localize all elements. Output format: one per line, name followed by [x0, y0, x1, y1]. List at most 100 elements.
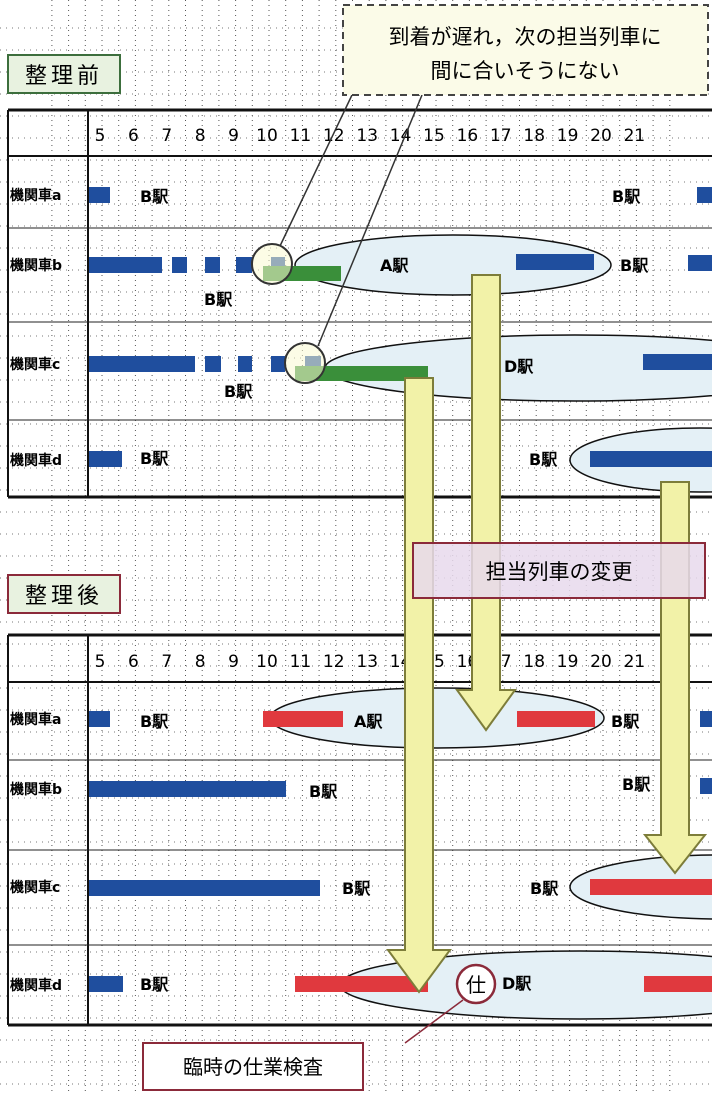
- row-label-c-before: 機関車c: [10, 356, 60, 373]
- row-label-d-after: 機関車d: [10, 977, 62, 994]
- hour-tick-label: 16: [457, 126, 479, 146]
- before-title-box: [7, 54, 121, 94]
- hour-tick-label: 21: [624, 652, 646, 672]
- hour-tick-label: 9: [228, 652, 239, 672]
- hour-tick-label: 19: [557, 652, 579, 672]
- row-label-a-before: 機関車a: [10, 187, 61, 204]
- hour-tick-label: 7: [161, 652, 172, 672]
- bar-b-after-1: [89, 781, 286, 797]
- bar-c-before-green: [295, 366, 428, 381]
- bar-c-before-6: [643, 354, 712, 370]
- station-label: B駅: [612, 187, 641, 206]
- hour-tick-label: 21: [624, 126, 646, 146]
- inspection-mark-text: 仕: [466, 973, 486, 997]
- after-table-frame: [7, 633, 712, 1027]
- bar-c-before-4: [271, 356, 285, 372]
- bar-c-before-3: [238, 356, 252, 372]
- change-callout: 担当列車の変更: [412, 542, 706, 599]
- bar-c-before-2: [205, 356, 221, 372]
- station-label: B駅: [529, 450, 558, 469]
- bar-a-after-2: [263, 711, 343, 727]
- bar-d-after-1: [89, 976, 123, 992]
- hour-tick-label: 7: [161, 126, 172, 146]
- station-labels: B駅 B駅 A駅 B駅 B駅 D駅 B駅 B駅 B駅 B駅 A駅 B駅 B駅 B…: [140, 187, 651, 994]
- row-label-c-after: 機関車c: [10, 879, 60, 896]
- change-callout-box: [412, 542, 706, 599]
- hour-tick-label: 10: [256, 126, 278, 146]
- hour-tick-label: 10: [256, 652, 278, 672]
- delay-callout: 到着が遅れ，次の担当列車に 間に合いそうにない: [279, 4, 709, 347]
- arrow-d-to-c: [642, 481, 708, 875]
- hour-tick-label: 17: [490, 126, 512, 146]
- before-table-frame: [7, 108, 712, 499]
- station-label: B駅: [622, 775, 651, 794]
- bar-d-before-2: [590, 451, 712, 467]
- hour-tick-label: 19: [557, 126, 579, 146]
- before-title: 整理前: [25, 64, 103, 89]
- bar-b-before-7: [688, 255, 712, 271]
- hour-tick-label: 20: [590, 652, 612, 672]
- bar-a-after-1: [89, 711, 110, 727]
- hour-tick-label: 6: [128, 126, 139, 146]
- hour-tick-label: 11: [290, 652, 312, 672]
- station-label: D駅: [502, 974, 532, 993]
- row-label-d-before: 機関車d: [10, 452, 62, 469]
- hour-tick-label: 8: [195, 126, 206, 146]
- row-label-b-before: 機関車b: [10, 257, 62, 274]
- hour-tick-label: 6: [128, 652, 139, 672]
- bar-c-before-1: [89, 356, 195, 372]
- bar-c-after-2: [590, 879, 712, 895]
- bar-d-before-1: [89, 451, 122, 467]
- hour-tick-label: 18: [523, 652, 545, 672]
- inspection-callout-text: 臨時の仕業検査: [183, 1055, 323, 1079]
- bar-a-before-1: [89, 187, 110, 203]
- station-label: A駅: [354, 712, 383, 731]
- hour-tick-label: 14: [390, 126, 412, 146]
- hour-tick-label: 8: [195, 652, 206, 672]
- delay-highlight-c: [284, 342, 326, 384]
- bar-a-after-4: [700, 711, 712, 727]
- hour-tick-label: 12: [323, 652, 345, 672]
- hour-tick-label: 18: [523, 126, 545, 146]
- delay-callout-line1: 到着が遅れ，次の担当列車に: [389, 25, 662, 49]
- after-title-box: [7, 574, 121, 614]
- station-label: B駅: [224, 382, 253, 401]
- station-ellipse-a-before: [294, 234, 612, 296]
- bar-b-before-4: [236, 257, 252, 273]
- after-title: 整理後: [25, 584, 103, 609]
- hour-tick-label: 11: [290, 126, 312, 146]
- bar-b-before-6: [516, 254, 594, 270]
- row-label-b-after: 機関車b: [10, 781, 62, 798]
- station-label: B駅: [530, 879, 559, 898]
- hour-tick-label: 15: [423, 126, 445, 146]
- arrow-b-to-a: [455, 274, 517, 732]
- station-label: B駅: [140, 449, 169, 468]
- delay-highlight-b: [251, 243, 293, 285]
- bar-b-before-2: [172, 257, 187, 273]
- row-label-a-after: 機関車a: [10, 711, 61, 728]
- before-bars: [89, 187, 712, 467]
- hour-tick-label: 13: [356, 652, 378, 672]
- hour-tick-label: 12: [323, 126, 345, 146]
- station-label: B駅: [309, 782, 338, 801]
- delay-callout-box: [342, 4, 709, 96]
- change-callout-text: 担当列車の変更: [486, 560, 633, 584]
- station-label: B駅: [204, 290, 233, 309]
- locomotive-labels: 機関車a 機関車b 機関車c 機関車d 機関車a 機関車b 機関車c 機関車d: [10, 187, 62, 994]
- station-label: B駅: [611, 712, 640, 731]
- bar-c-after-1: [89, 880, 320, 896]
- arrow-c-to-d: [386, 377, 452, 994]
- hour-tick-label: 20: [590, 126, 612, 146]
- hour-tick-label: 13: [356, 126, 378, 146]
- delay-callout-line2: 間に合いそうにない: [431, 59, 620, 83]
- bar-a-before-2: [697, 187, 712, 203]
- bar-d-after-3: [644, 976, 712, 992]
- station-label: B駅: [140, 712, 169, 731]
- hour-tick-label: 5: [95, 652, 106, 672]
- after-bars: [89, 711, 712, 992]
- bar-b-before-3: [205, 257, 220, 273]
- station-label: B駅: [620, 256, 649, 275]
